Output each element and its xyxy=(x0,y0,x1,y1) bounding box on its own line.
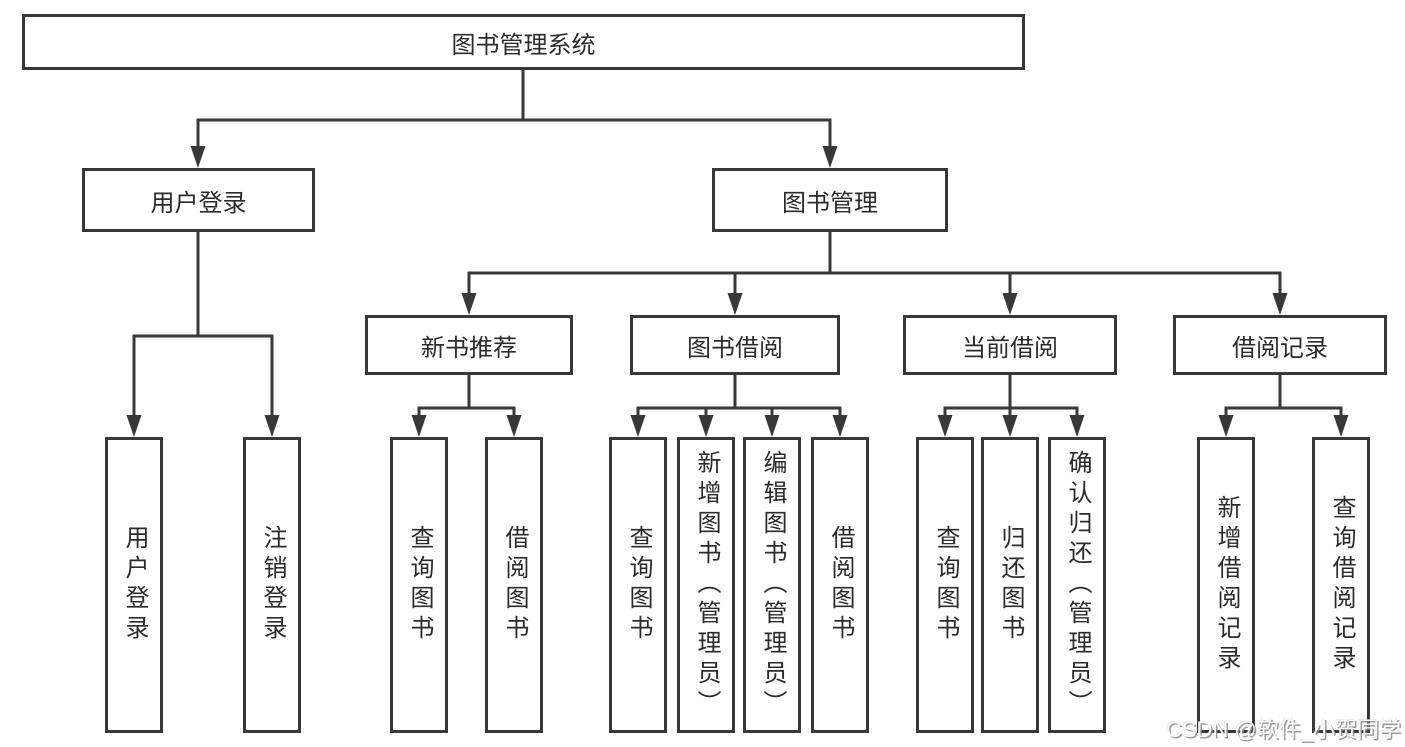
node-book-management: 图书管理 xyxy=(712,168,948,232)
node-current-borrowing-label: 当前借阅 xyxy=(962,334,1058,362)
node-borrowing-records-label: 借阅记录 xyxy=(1232,334,1328,362)
leaf-borrow-add-books-admin: 新增图书（管理员） xyxy=(677,437,735,733)
leaf-borrow-borrow-books-label: 借阅图书 xyxy=(827,525,854,645)
leaf-borrow-edit-books-admin: 编辑图书（管理员） xyxy=(743,437,801,733)
node-system-root-label: 图书管理系统 xyxy=(451,31,596,59)
node-system-root: 图书管理系统 xyxy=(22,14,1025,70)
leaf-logout-label: 注销登录 xyxy=(259,525,286,645)
node-new-book-recommend-label: 新书推荐 xyxy=(421,334,517,362)
leaf-borrow-add-books-admin-label: 新增图书（管理员） xyxy=(693,450,720,720)
leaf-newrec-query-books: 查询图书 xyxy=(390,437,448,733)
leaf-user-login-label: 用户登录 xyxy=(121,525,148,645)
leaf-current-query-books-label: 查询图书 xyxy=(932,525,959,645)
leaf-current-return-books: 归还图书 xyxy=(981,437,1039,733)
leaf-logout: 注销登录 xyxy=(243,437,301,733)
node-user-login-label: 用户登录 xyxy=(150,189,247,217)
node-new-book-recommend: 新书推荐 xyxy=(365,315,573,375)
leaf-newrec-query-books-label: 查询图书 xyxy=(406,525,433,645)
node-book-borrowing-label: 图书借阅 xyxy=(687,334,783,362)
tree-edges xyxy=(132,70,1343,419)
leaf-borrow-query-books-label: 查询图书 xyxy=(625,525,652,645)
node-user-login: 用户登录 xyxy=(82,168,315,232)
leaf-records-query-record: 查询借阅记录 xyxy=(1312,437,1370,733)
node-book-borrowing: 图书借阅 xyxy=(630,315,840,375)
node-current-borrowing: 当前借阅 xyxy=(903,315,1117,375)
leaf-user-login: 用户登录 xyxy=(105,437,163,733)
leaf-borrow-edit-books-admin-label: 编辑图书（管理员） xyxy=(759,450,786,720)
leaf-current-query-books: 查询图书 xyxy=(916,437,974,733)
leaf-borrow-query-books: 查询图书 xyxy=(609,437,667,733)
watermark: CSDN @软件_小贺同学 xyxy=(1165,717,1401,742)
arrowheads xyxy=(126,146,1349,437)
leaf-current-return-books-label: 归还图书 xyxy=(997,525,1024,645)
leaf-records-add-record-label: 新增借阅记录 xyxy=(1213,495,1240,675)
node-borrowing-records: 借阅记录 xyxy=(1173,315,1387,375)
node-book-management-label: 图书管理 xyxy=(782,189,878,217)
leaf-records-add-record: 新增借阅记录 xyxy=(1197,437,1255,733)
leaf-borrow-borrow-books: 借阅图书 xyxy=(811,437,869,733)
leaf-current-confirm-return-admin-label: 确认归还（管理员） xyxy=(1064,450,1091,720)
leaf-current-confirm-return-admin: 确认归还（管理员） xyxy=(1048,437,1106,733)
leaf-newrec-borrow-books: 借阅图书 xyxy=(485,437,543,733)
leaf-newrec-borrow-books-label: 借阅图书 xyxy=(501,525,528,645)
leaf-records-query-record-label: 查询借阅记录 xyxy=(1328,495,1355,675)
